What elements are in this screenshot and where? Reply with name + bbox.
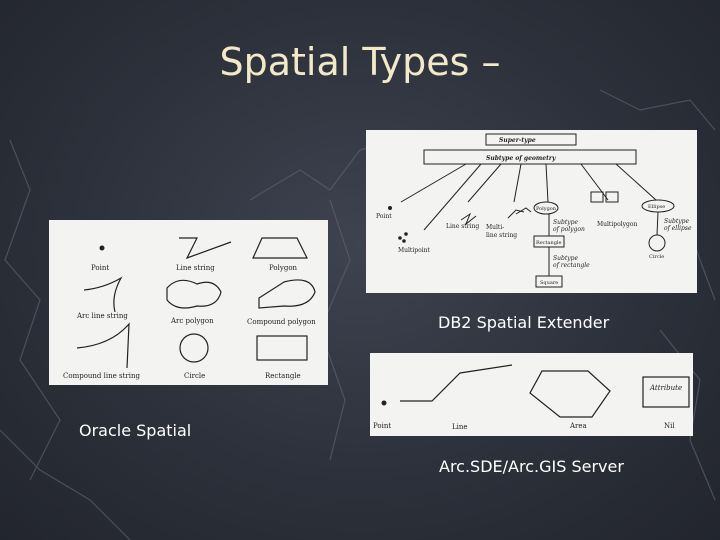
- arc-nil-label: Nil: [664, 422, 675, 430]
- subtype-rectangle-label-2: of rectangle: [553, 262, 590, 269]
- oracle-diagram-panel: Point Line string Polygon Arc line strin…: [49, 220, 328, 385]
- arc-attribute-label: Attribute: [649, 384, 682, 392]
- subtype-rectangle-label-1: Subtype: [553, 255, 578, 262]
- arc-caption: Arc.SDE/Arc.GIS Server: [439, 457, 624, 476]
- db2-multipoint-label: Multipoint: [398, 247, 430, 254]
- arc-area-label: Area: [569, 422, 587, 430]
- arc-diagram-panel: Point Line Area Attribute Nil: [370, 353, 693, 436]
- db2-circle-label: Circle: [649, 254, 664, 260]
- db2-ellipse-label: Ellipse: [648, 204, 665, 210]
- super-type-label: Super-type: [499, 137, 536, 144]
- oracle-arc-polygon-label: Arc polygon: [170, 317, 214, 325]
- db2-diagram: Super-type Subtype of geometry Point Mul…: [376, 133, 692, 288]
- arc-diagram: Point Line Area Attribute Nil: [373, 364, 690, 431]
- subtype-geometry-label: Subtype of geometry: [486, 155, 556, 162]
- slide-title: Spatial Types –: [219, 40, 501, 84]
- oracle-line-string-label: Line string: [176, 264, 215, 272]
- db2-rectangle-label: Rectangle: [536, 240, 562, 246]
- polygon-node: [533, 201, 559, 215]
- arc-line-label: Line: [452, 423, 468, 431]
- db2-polygon-label: Polygon: [536, 206, 557, 212]
- oracle-arc-line-string-label: Arc line string: [76, 312, 128, 320]
- oracle-compound-line-string-label: Compound line string: [63, 372, 140, 380]
- db2-square-label: Square: [540, 280, 558, 286]
- oracle-diagram: Point Line string Polygon Arc line strin…: [63, 237, 316, 380]
- subtype-ellipse-label-1: Subtype: [664, 218, 689, 225]
- db2-line-string-label: Line string: [446, 223, 479, 230]
- subtype-ellipse-label-2: of ellipse: [664, 225, 692, 232]
- subtype-polygon-label-1: Subtype: [553, 219, 578, 226]
- db2-caption: DB2 Spatial Extender: [438, 313, 610, 332]
- db2-multi-line-label-1: Multi-: [486, 224, 504, 231]
- arc-point-label: Point: [373, 422, 391, 430]
- oracle-rectangle-label: Rectangle: [265, 372, 301, 380]
- oracle-compound-polygon-label: Compound polygon: [247, 318, 316, 326]
- subtype-geometry-box: [423, 149, 637, 165]
- db2-multi-line-label-2: line string: [486, 232, 517, 239]
- db2-diagram-panel: Super-type Subtype of geometry Point Mul…: [366, 130, 697, 293]
- oracle-polygon-label: Polygon: [269, 264, 298, 272]
- oracle-caption: Oracle Spatial: [79, 421, 192, 440]
- subtype-polygon-label-2: of polygon: [553, 226, 585, 233]
- oracle-point-label: Point: [91, 264, 109, 272]
- circle-node: [648, 234, 666, 252]
- super-type-box: [485, 133, 577, 146]
- db2-point-label: Point: [376, 213, 392, 220]
- db2-multipolygon-label: Multipolygon: [597, 221, 637, 228]
- oracle-circle-label: Circle: [184, 372, 205, 380]
